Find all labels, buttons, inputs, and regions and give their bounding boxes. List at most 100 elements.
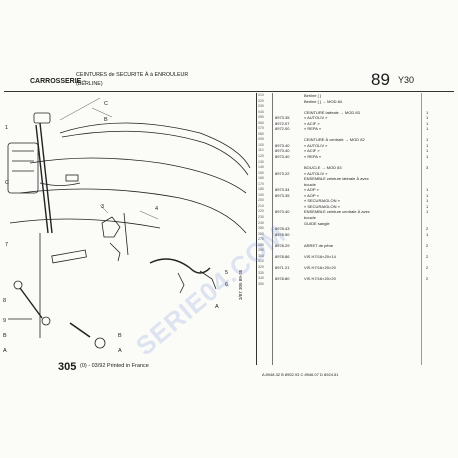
parts-row: 170 boucle [258, 182, 454, 188]
parts-row-qty: 2 [426, 276, 429, 282]
parts-row-ln: 230 [258, 215, 264, 220]
parts-row-qty: 2 [426, 242, 429, 248]
parts-row-qty: 1 [426, 231, 429, 237]
parts-row-ref: 8973.34 [275, 187, 290, 193]
parts-row-desc: boucle [304, 215, 316, 221]
parts-row-ln: 040 [258, 109, 264, 114]
parts-row-desc: « AUTOLIV » [304, 115, 328, 121]
parts-row-desc: « SECURAIGLON » [304, 203, 340, 209]
parts-row-ln: 100 [258, 142, 264, 147]
parts-row-qty: 1 [426, 154, 429, 160]
parts-row-ln: 290 [258, 248, 264, 253]
footer-print-info: (0) - 03/92 Printed in France [80, 363, 149, 369]
parts-row: 130 [258, 160, 454, 166]
callout-b3: B [118, 333, 122, 339]
parts-row-qty: 1 [426, 203, 429, 209]
parts-row-desc: « REPA » [304, 154, 322, 160]
parts-row-desc: ARRET de pêne [304, 242, 334, 248]
parts-row-ln: 260 [258, 231, 264, 236]
parts-row-desc: CEINTURE latérale → MOD 83 [304, 109, 360, 115]
parts-row-ln: 060 [258, 120, 264, 125]
callout-b: B [104, 117, 108, 123]
parts-row-qty: 1 [426, 192, 429, 198]
parts-row-desc: « ACIF » [304, 148, 320, 154]
parts-row-ln: 240 [258, 220, 264, 225]
callout-4: 4 [155, 206, 159, 212]
parts-row-qty: 2 [426, 226, 429, 232]
parts-row-qty: 1 [426, 115, 429, 121]
parts-row: 270 [258, 237, 454, 243]
callout-7: 7 [5, 242, 9, 248]
callout-a: A [215, 304, 219, 310]
parts-row-ln: 030 [258, 104, 264, 109]
parts-row-ln: 270 [258, 237, 264, 242]
parts-row-ref: 8978.80 [275, 276, 290, 282]
section-heading: CARROSSERIE - [30, 78, 86, 85]
parts-row-ref: 8978.43 [275, 226, 290, 232]
parts-row-ref: 8971.21 [275, 264, 290, 270]
parts-row-ln: 010 [258, 93, 264, 97]
parts-row-ln: 320 [258, 264, 264, 269]
parts-row-ln: 160 [258, 176, 264, 181]
parts-row-qty: 1 [426, 187, 429, 193]
parts-row-desc: BOUCLE → MOD 83 [304, 165, 342, 171]
parts-row-ref: 8972.07 [275, 120, 290, 126]
parts-row-desc: VIS H7/16×20×14 [304, 253, 336, 259]
parts-row-qty: 1 [426, 142, 429, 148]
parts-row-ref: 8973.22 [275, 170, 290, 176]
parts-row-desc: CEINTURE À centrale → MOD 82 [304, 137, 365, 143]
parts-row-ln: 300 [258, 253, 264, 258]
parts-row-ln: 220 [258, 209, 264, 214]
seat-belt-exploded-diagram [7, 97, 251, 349]
callout-3: 3 [101, 204, 105, 210]
column-divider [256, 93, 257, 365]
parts-row-qty: 1 [426, 209, 429, 215]
parts-row-qty: 3 [426, 165, 429, 171]
footer-references: A 8948.32 B 8952.93 C 8946.07 D 8924.51 [262, 372, 339, 377]
parts-row: 210« SECURAIGLON »1 [258, 204, 454, 210]
parts-row-desc: boucle [304, 181, 316, 187]
parts-row: 260 8978.50 1 [258, 232, 454, 238]
parts-row-desc: « AUTOLIV » [304, 170, 328, 176]
parts-row: 040 CEINTURE latérale → MOD 83 1 [258, 110, 454, 116]
parts-row-qty: 1 [426, 198, 429, 204]
callout-a2: A [3, 348, 7, 354]
parts-row-desc: « AUTOLIV » [304, 142, 328, 148]
callout-1: 1 [5, 125, 9, 131]
parts-row-desc: Berline [ ] [304, 93, 321, 98]
parts-row-desc: « AOP » [304, 192, 319, 198]
parts-row-qty: 2 [426, 253, 429, 259]
parts-row-desc: « SECURAIGLON » [304, 198, 340, 204]
parts-row-ref: 8972.00 [275, 126, 290, 132]
callout-9: 9 [3, 318, 7, 324]
page-number: 89 [371, 70, 390, 89]
parts-row-ref: 8978.50 [275, 231, 290, 237]
parts-row-desc: « REPA » [304, 126, 322, 132]
parts-row-ln: 250 [258, 226, 264, 231]
parts-row: 330 [258, 271, 454, 277]
parts-row-qty: 1 [426, 109, 429, 115]
page-subtitle: (BERLINE) [76, 81, 103, 87]
parts-row-qty: 2 [426, 264, 429, 270]
parts-row: 350 [258, 282, 454, 288]
parts-row-desc: Berline [ ] → MOD 84 [304, 98, 343, 104]
header-rule [4, 91, 454, 92]
parts-row-ln: 170 [258, 181, 264, 186]
callout-b2: B [3, 333, 7, 339]
parts-row-ln: 080 [258, 131, 264, 136]
footer-model: 305 [58, 361, 77, 373]
column-divider-qty [421, 93, 422, 365]
parts-row-ln: 340 [258, 276, 264, 281]
parts-row-ln: 090 [258, 137, 264, 142]
parts-row-ref: 8978.86 [275, 253, 290, 259]
callout-8: 8 [3, 298, 7, 304]
parts-row-qty: 1 [426, 120, 429, 126]
parts-row: 230 boucle [258, 215, 454, 221]
